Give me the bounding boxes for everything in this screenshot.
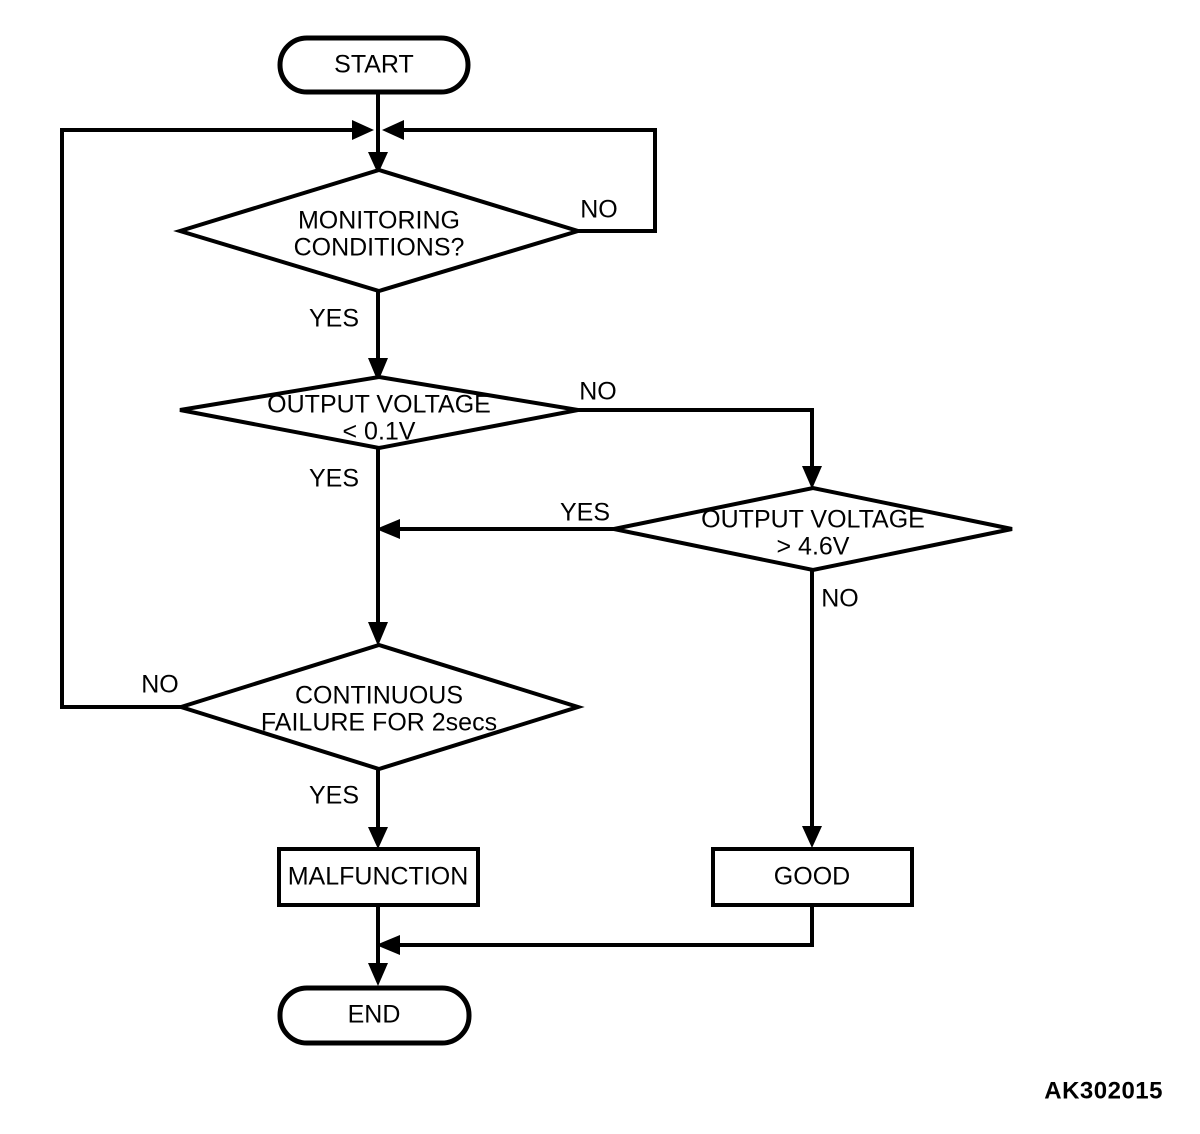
process-malfunction[interactable] bbox=[277, 847, 480, 907]
decision-continuous-failure[interactable] bbox=[174, 642, 585, 772]
arrowhead-into-monitoring bbox=[368, 152, 388, 174]
arrowhead-into-malfunction bbox=[368, 827, 388, 849]
edge-label-failure-no: NO bbox=[141, 671, 179, 699]
edge-voltage-low-no bbox=[578, 408, 814, 481]
output-voltage-low-label-line2: < 0.1V bbox=[343, 418, 416, 446]
output-voltage-high-label-line1: OUTPUT VOLTAGE bbox=[701, 506, 925, 534]
edge-label-voltage-low-yes: YES bbox=[309, 465, 359, 493]
output-voltage-high-label-line2: > 4.6V bbox=[777, 533, 850, 561]
decision-output-voltage-high[interactable] bbox=[613, 485, 1013, 573]
decision-monitoring-conditions[interactable] bbox=[173, 167, 585, 294]
edge-monitoring-no-loop bbox=[396, 128, 657, 233]
edge-label-failure-yes: YES bbox=[309, 782, 359, 810]
figure-id-label: AK302015 bbox=[1044, 1077, 1163, 1104]
malfunction-label: MALFUNCTION bbox=[288, 863, 469, 891]
good-label: GOOD bbox=[774, 863, 850, 891]
monitoring-conditions-label-line2: CONDITIONS? bbox=[294, 234, 465, 262]
arrowhead-into-good bbox=[802, 826, 822, 848]
arrowhead-good-merge bbox=[376, 935, 400, 955]
arrowhead-into-voltage-high bbox=[802, 466, 822, 489]
edge-label-monitoring-no: NO bbox=[580, 196, 618, 224]
end-terminator[interactable] bbox=[277, 985, 472, 1046]
edge-label-voltage-low-no: NO bbox=[579, 378, 617, 406]
edge-good-to-end bbox=[392, 906, 814, 947]
continuous-failure-label-line2: FAILURE FOR 2secs bbox=[261, 709, 497, 737]
edge-label-voltage-high-no: NO bbox=[821, 585, 859, 613]
arrowhead-left-loop-junction bbox=[352, 120, 374, 140]
edge-label-voltage-high-yes: YES bbox=[560, 499, 610, 527]
output-voltage-low-label-line1: OUTPUT VOLTAGE bbox=[267, 391, 491, 419]
monitoring-conditions-label-line1: MONITORING bbox=[298, 207, 460, 235]
arrowhead-into-voltage-low bbox=[368, 358, 388, 382]
arrowhead-voltage-high-yes bbox=[376, 519, 400, 539]
arrowhead-right-loop-junction bbox=[382, 120, 404, 140]
decision-output-voltage-low[interactable] bbox=[179, 374, 579, 451]
start-terminator[interactable] bbox=[277, 35, 471, 95]
edge-failure-no-loop bbox=[60, 128, 360, 709]
end-label: END bbox=[348, 1001, 401, 1029]
start-label: START bbox=[334, 51, 414, 79]
edge-label-monitoring-yes: YES bbox=[309, 305, 359, 333]
continuous-failure-label-line1: CONTINUOUS bbox=[295, 682, 463, 710]
arrowhead-into-continuous-failure bbox=[368, 622, 388, 646]
process-good[interactable] bbox=[711, 847, 914, 907]
arrowhead-into-end bbox=[368, 963, 388, 986]
